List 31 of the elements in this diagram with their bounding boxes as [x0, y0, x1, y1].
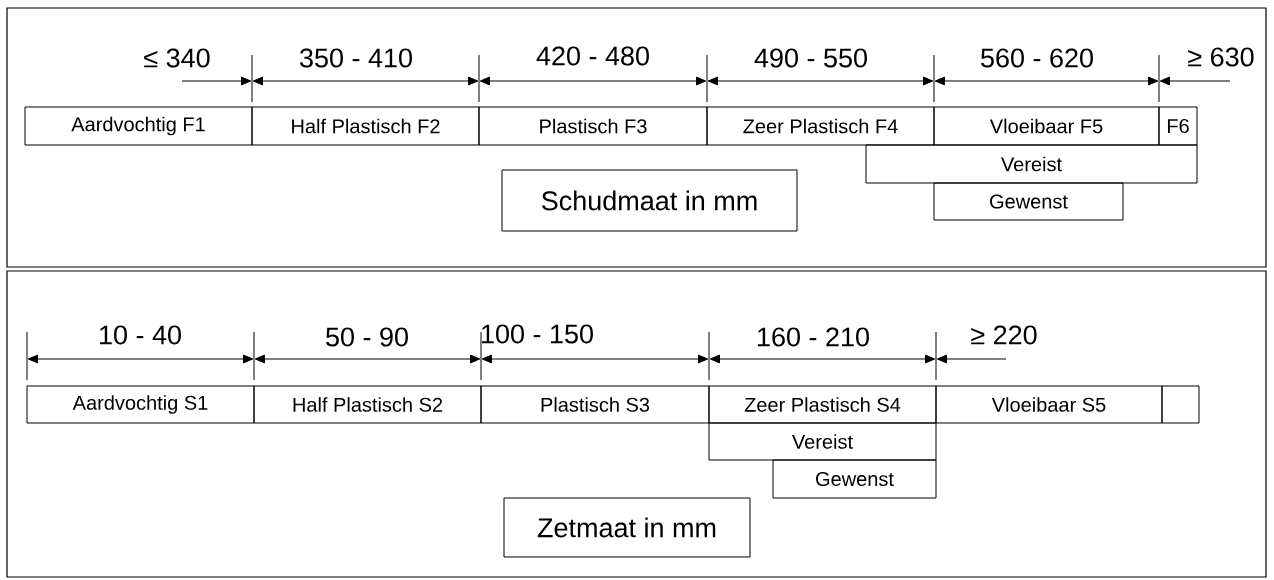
category-cell: Aardvochtig F1: [24, 106, 253, 146]
range-bar: Gewenst: [933, 182, 1124, 221]
dimension-label: 10 - 40: [100, 325, 181, 345]
category-cell: Vloeibaar S5: [935, 385, 1163, 424]
dimension-label: 560 - 620: [981, 48, 1093, 68]
empty-cell: [1161, 385, 1200, 424]
category-cell: Zeer Plastisch S4: [708, 385, 937, 424]
dimension-label: ≥ 630: [1188, 47, 1254, 67]
category-cell: Half Plastisch S2: [253, 385, 482, 424]
dimension-label: 50 - 90: [326, 327, 408, 347]
dimension-label: 350 - 410: [300, 48, 412, 68]
category-cell: Plastisch S3: [480, 385, 710, 424]
dimension-label: 160 - 210: [758, 327, 869, 347]
dimension-label: ≤ 340: [144, 48, 210, 68]
range-bar: Vereist: [865, 144, 1198, 184]
title-box: Schudmaat in mm: [501, 169, 798, 232]
panel-frame: [6, 7, 1267, 268]
category-cell: F6: [1158, 106, 1198, 146]
category-cell: Zeer Plastisch F4: [706, 106, 935, 146]
dimension-label: 420 - 480: [536, 46, 649, 66]
range-bar: Vereist: [708, 422, 937, 461]
dimension-label: 490 - 550: [754, 48, 867, 68]
category-cell: Aardvochtig S1: [26, 385, 255, 424]
dimension-label: ≥ 220: [971, 325, 1037, 345]
dimension-label: 100 - 150: [482, 324, 593, 344]
title-box: Zetmaat in mm: [503, 497, 751, 558]
category-cell: Vloeibaar F5: [933, 106, 1160, 146]
panel-frame: [6, 270, 1267, 578]
range-bar: Gewenst: [772, 459, 937, 499]
category-cell: Plastisch F3: [478, 106, 708, 146]
category-cell: Half Plastisch F2: [251, 106, 480, 146]
